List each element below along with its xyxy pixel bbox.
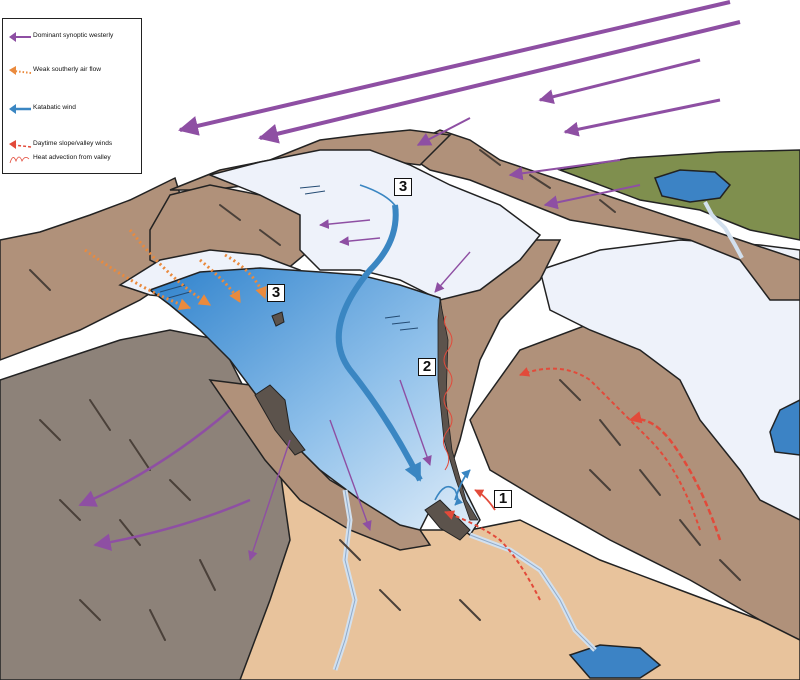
legend-label-southerly: Weak southerly air flow [33, 66, 102, 73]
westerly-arrows [178, 0, 741, 210]
heat-advection-squiggle [442, 315, 453, 471]
legend-item-heat-advection: Heat advection from valley [7, 151, 141, 167]
upper-lake [654, 169, 732, 203]
legend-item-katabatic: Katabatic wind [7, 101, 141, 117]
terminal-debris [424, 499, 471, 541]
legend-item-valley-winds: Daytime slope/valley winds [7, 137, 141, 153]
westerly-arrow-7 [416, 117, 471, 146]
lateral-debris [437, 299, 479, 521]
westerly-glacier-arrow-1 [319, 219, 371, 229]
westerly-arrow-6 [543, 184, 641, 210]
southerly-arrow-4 [224, 253, 267, 300]
small-rock [271, 311, 285, 327]
katabatic-snout-curl-2 [454, 469, 471, 501]
westerly-descending-arrows [248, 219, 471, 561]
legend-label-katabatic: Katabatic wind [33, 104, 76, 111]
zone-marker-terminus: 1 [494, 490, 512, 508]
westerly-glacier-arrow-4 [399, 379, 432, 466]
westerly-arrow-5 [508, 159, 621, 181]
katabatic-snout-curl-1 [434, 485, 463, 506]
valley-wind-arrow-2 [628, 411, 722, 541]
westerly-glacier-arrow-5 [329, 419, 372, 531]
legend-label-heat-advection: Heat advection from valley [33, 154, 111, 161]
right-lake [769, 399, 800, 456]
nunatak-rock [254, 384, 306, 456]
legend-southerly-arrow-icon [9, 66, 32, 75]
westerly-glacier-arrow-2 [339, 236, 381, 246]
upper-accumulation-zone [207, 149, 542, 301]
legend-label-valley-winds: Daytime slope/valley winds [33, 140, 113, 147]
legend-label-westerly: Dominant synoptic westerly [33, 32, 114, 39]
valley-wind-arrow-1 [519, 367, 701, 531]
southerly-arrows [84, 229, 267, 310]
rock-texture [29, 149, 741, 641]
westerly-left-arrows [78, 409, 251, 551]
legend-valley-wind-arrow-icon [9, 140, 32, 149]
legend-westerly-arrow-icon [9, 32, 31, 42]
zone-marker-accumulation: 3 [394, 178, 412, 196]
westerly-arrow-3 [538, 58, 701, 105]
valley-winds [442, 315, 722, 601]
zone-marker-ablation: 2 [418, 358, 436, 376]
legend-item-westerly: Dominant synoptic westerly [7, 29, 141, 45]
zone-marker-left-basin: 3 [267, 284, 285, 302]
westerly-arrow-4 [563, 98, 721, 137]
westerly-left-arrow-2 [93, 498, 251, 551]
westerly-glacier-arrow-6 [248, 439, 291, 561]
westerly-glacier-arrow-3 [434, 251, 471, 293]
westerly-left-arrow-1 [78, 409, 231, 507]
legend: Dominant synoptic westerly Weak southerl… [2, 18, 142, 174]
right-upper-ridge [398, 129, 800, 301]
meltwater-stream-right-edge [469, 534, 596, 651]
legend-katabatic-arrow-icon [9, 104, 31, 114]
legend-item-southerly: Weak southerly air flow [7, 63, 141, 79]
katabatic-main-arrow [335, 204, 423, 482]
westerly-arrow-1 [178, 0, 731, 136]
legend-heat-advection-icon [9, 156, 30, 164]
katabatic-flow [335, 184, 471, 506]
crevasses [159, 185, 419, 331]
westerly-arrow-2 [258, 20, 741, 144]
meltwater-stream-left-edge [334, 489, 356, 671]
valley-wind-arrow-3 [444, 510, 541, 601]
meltwater-stream-upper [703, 201, 744, 259]
valley-wind-arrow-4 [474, 489, 496, 511]
southerly-arrow-3 [199, 258, 242, 304]
katabatic-upper-line [359, 184, 399, 211]
bottom-lake [568, 644, 662, 679]
